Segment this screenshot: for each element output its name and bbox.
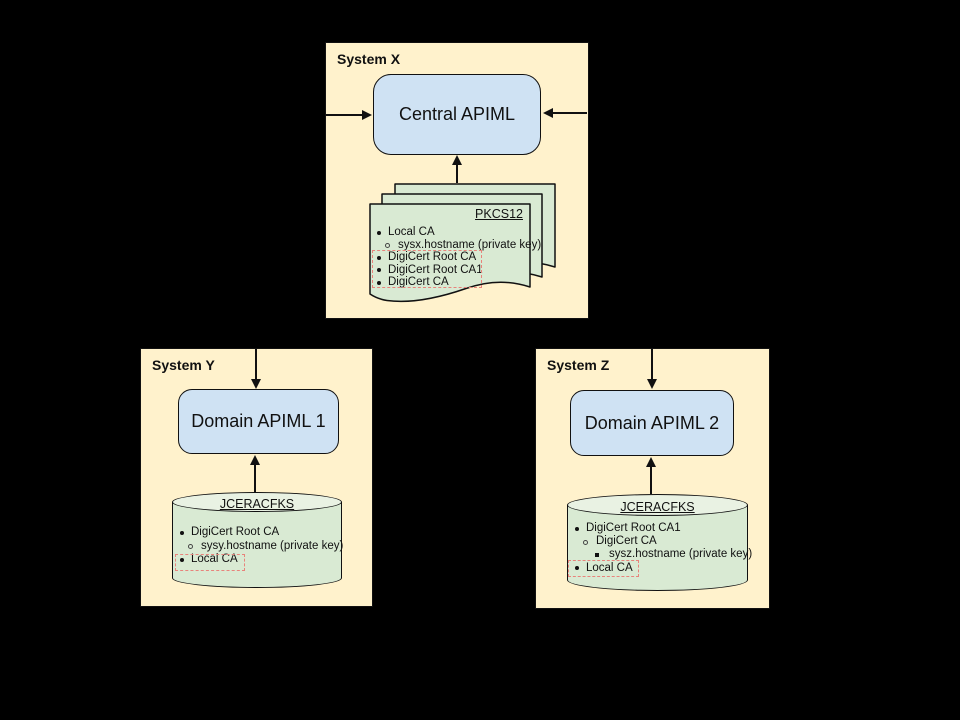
system-y-box: System Y Domain APIML 1 JCERACFKS DigiCe… — [140, 348, 373, 607]
arrow-into-central-right-head — [543, 108, 553, 118]
cert-item: sysy.hostname (private key) — [174, 539, 344, 554]
domain-apiml-2-label: Domain APIML 2 — [584, 412, 720, 433]
cert-label: Local CA — [388, 226, 435, 238]
cert-label: DigiCert Root CA — [191, 526, 280, 538]
jceracfks-y-cert-list: DigiCert Root CA sysy.hostname (private … — [174, 526, 344, 567]
cert-item: sysz.hostname (private key) — [569, 548, 752, 561]
cert-label: DigiCert CA — [388, 276, 449, 288]
local-ca-highlight-box-y — [175, 554, 245, 571]
external-ca-highlight-box-x — [372, 250, 482, 288]
system-z-title: System Z — [547, 357, 610, 373]
system-x-title: System X — [337, 51, 401, 67]
cert-label: DigiCert CA — [596, 535, 657, 548]
arrow-pkcs12-to-central-head — [452, 155, 462, 165]
cylinder-body — [567, 505, 748, 580]
cert-item: DigiCert Root CA — [371, 251, 531, 264]
arrow-into-central-left-head — [362, 110, 372, 120]
arrow-into-domain2-line — [651, 349, 653, 380]
cert-label: DigiCert Root CA1 — [388, 263, 483, 276]
pkcs12-title: PKCS12 — [475, 207, 523, 221]
arrow-into-central-right-line — [553, 112, 587, 114]
cylinder-top — [567, 494, 748, 516]
cert-label: Local CA — [586, 561, 633, 574]
cert-item: DigiCert Root CA1 — [371, 264, 531, 277]
system-x-box: System X Central APIML PKCS12 Local CA s… — [325, 42, 589, 319]
arrow-jceracfks-y-to-domain1-head — [250, 455, 260, 465]
cylinder-top — [172, 492, 342, 512]
cert-label: sysy.hostname (private key) — [201, 539, 344, 552]
cert-item: Local CA — [174, 553, 342, 567]
system-y-title: System Y — [152, 357, 215, 373]
cert-item: DigiCert CA — [371, 276, 531, 289]
cert-label: DigiCert Root CA1 — [586, 522, 681, 534]
cert-item: Local CA — [371, 226, 531, 239]
local-ca-highlight-box-z — [568, 560, 639, 577]
cert-item: DigiCert CA — [569, 535, 748, 548]
arrow-jceracfks-z-to-domain2-line — [650, 467, 652, 494]
system-z-box: System Z Domain APIML 2 JCERACFKS DigiCe… — [535, 348, 770, 609]
domain-apiml-2-node: Domain APIML 2 — [570, 390, 734, 456]
domain-apiml-1-label: Domain APIML 1 — [191, 411, 326, 431]
central-apiml-node: Central APIML — [373, 74, 541, 155]
arrow-into-central-left-line — [326, 114, 363, 116]
arrow-jceracfks-z-to-domain2-head — [646, 457, 656, 467]
domain-apiml-1-node: Domain APIML 1 — [178, 389, 339, 454]
arrow-into-domain2-head — [647, 379, 657, 389]
cert-label: sysz.hostname (private key) — [609, 548, 753, 561]
cert-label: DigiCert Root CA — [388, 251, 477, 263]
jceracfks-z-title: JCERACFKS — [620, 500, 695, 514]
arrow-into-domain1-line — [255, 349, 257, 380]
jceracfks-keystore-y: JCERACFKS DigiCert Root CA sysy.hostname… — [172, 492, 344, 588]
cert-item: DigiCert Root CA1 — [569, 522, 748, 535]
cert-item: sysx.hostname (private key) — [371, 239, 541, 252]
arrow-pkcs12-to-central-line — [456, 165, 458, 183]
cert-label: sysx.hostname (private key) — [398, 238, 542, 251]
jceracfks-keystore-z: JCERACFKS DigiCert Root CA1 DigiCert CA … — [567, 494, 752, 591]
jceracfks-z-cert-list: DigiCert Root CA1 DigiCert CA sysz.hostn… — [569, 522, 752, 575]
cylinder-body — [172, 502, 342, 578]
pkcs12-document-stack — [369, 183, 556, 303]
arrow-jceracfks-y-to-domain1-line — [254, 465, 256, 492]
cert-item: Local CA — [569, 562, 748, 575]
arrow-into-domain1-head — [251, 379, 261, 389]
cert-item: DigiCert Root CA — [174, 526, 342, 540]
jceracfks-y-title: JCERACFKS — [219, 497, 295, 511]
pkcs12-cert-list: Local CA sysx.hostname (private key) Dig… — [371, 226, 541, 289]
cert-label: Local CA — [191, 553, 238, 565]
central-apiml-label: Central APIML — [398, 104, 516, 124]
pkcs12-keystore: PKCS12 Local CA sysx.hostname (private k… — [369, 203, 541, 301]
